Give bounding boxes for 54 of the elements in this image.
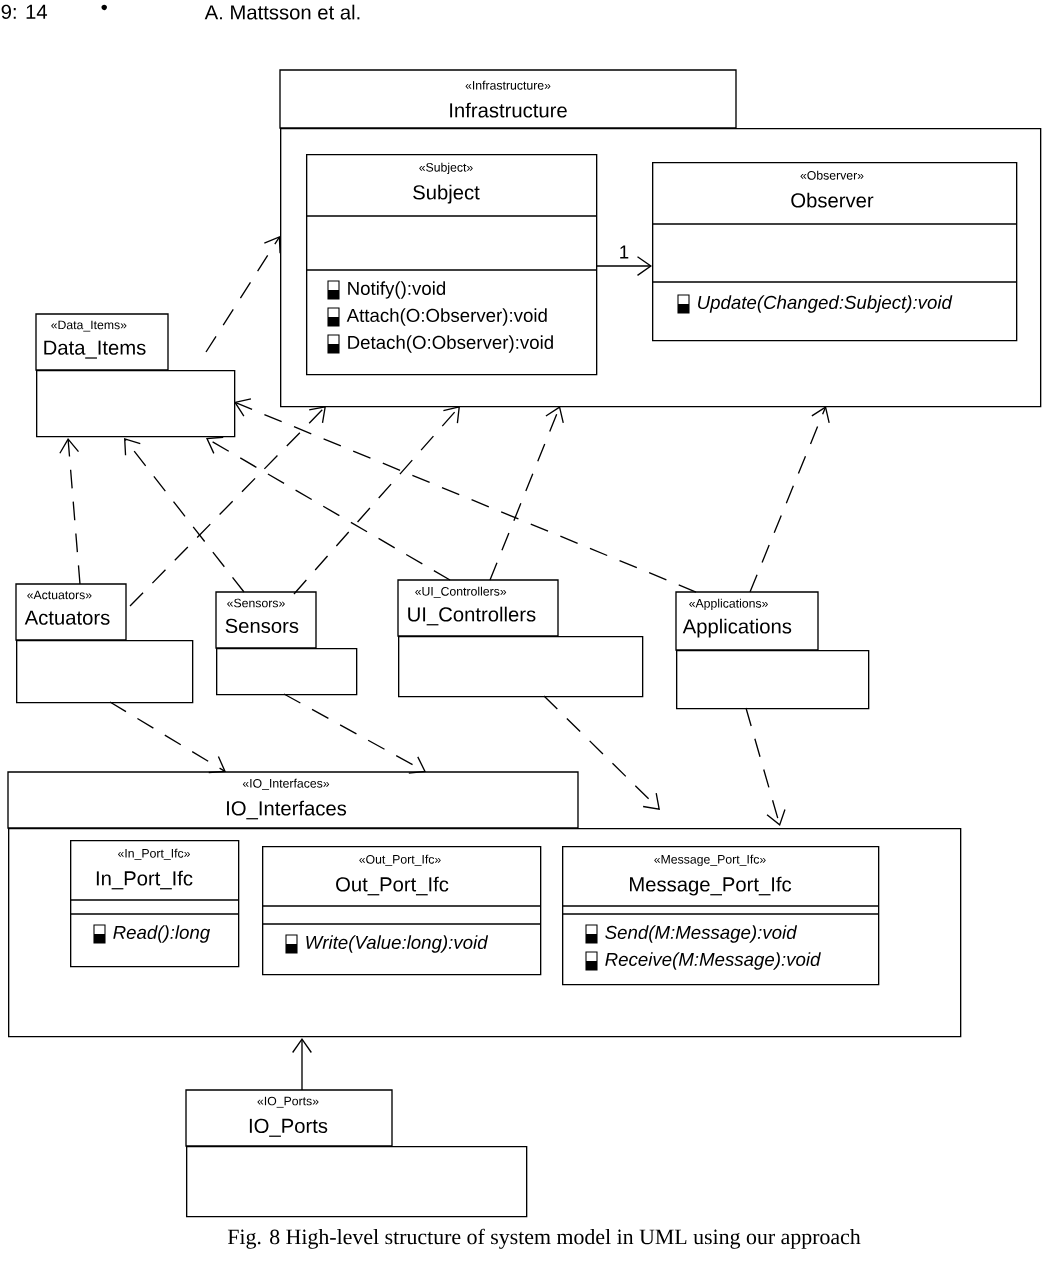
figure-caption: Fig. 8 High-level structure of system model in UML using our approach <box>227 1228 861 1249</box>
operation-text: Send(M:Message):void <box>605 925 798 943</box>
dependency-arrow <box>489 406 564 581</box>
bullet: • <box>101 4 107 11</box>
multiplicity-label: 1 <box>617 244 631 260</box>
dependency-arrow <box>543 695 660 810</box>
dependency-arrow <box>283 693 426 774</box>
package-name: Sensors <box>225 618 299 634</box>
package-box <box>215 591 358 696</box>
author-names: A. Mattsson et al. <box>204 4 360 20</box>
package-box <box>185 1089 528 1218</box>
dependency-arrow <box>124 438 245 593</box>
package-name: Applications <box>682 618 792 638</box>
dependency-arrow <box>749 406 830 593</box>
package-box <box>279 69 1042 408</box>
package-name: Actuators <box>24 610 110 625</box>
package-box <box>397 579 644 698</box>
dependency-arrow <box>205 236 281 353</box>
class-name: Subject <box>413 184 480 204</box>
dependency-arrow <box>109 701 226 774</box>
package-name: IO_Ports <box>249 1118 328 1137</box>
association-arrow <box>595 256 652 276</box>
package-box <box>15 583 194 704</box>
package-box <box>35 313 236 438</box>
class-name: In_Port_Ifc <box>96 870 193 890</box>
class-box <box>561 846 880 986</box>
class-box <box>261 846 542 976</box>
package-box <box>7 771 962 1038</box>
package-name: Infrastructure <box>450 102 567 118</box>
package-name: UI_Controllers <box>408 606 536 626</box>
class-box <box>305 154 598 376</box>
operation-text: Detach(O:Observer):void <box>348 335 553 353</box>
page-number: 9: 14 <box>1 4 48 20</box>
operation-text: Receive(M:Message):void <box>605 952 821 970</box>
dependency-arrow <box>59 438 81 585</box>
class-box <box>69 840 240 968</box>
class-name: Message_Port_Ifc <box>630 876 792 896</box>
class-name: Observer <box>791 192 874 208</box>
association-arrow <box>292 1038 312 1091</box>
operation-text: Write(Value:long):void <box>306 935 489 953</box>
dependency-arrow <box>234 398 697 593</box>
dependency-arrow <box>745 707 786 826</box>
dependency-arrow <box>206 436 451 581</box>
operation-text: Attach(O:Observer):void <box>346 308 547 326</box>
class-name: Out_Port_Ifc <box>336 876 449 896</box>
operation-text: Notify():void <box>348 281 445 299</box>
operation-text: Update(Changed:Subject):void <box>698 295 953 313</box>
package-name: Data_Items <box>44 340 146 359</box>
operation-text: Read():long <box>113 925 210 943</box>
package-box <box>675 591 870 710</box>
class-box <box>651 162 1018 342</box>
package-name: IO_Interfaces <box>227 800 347 820</box>
dependency-arrow <box>293 406 460 595</box>
dependency-arrow <box>129 406 326 607</box>
